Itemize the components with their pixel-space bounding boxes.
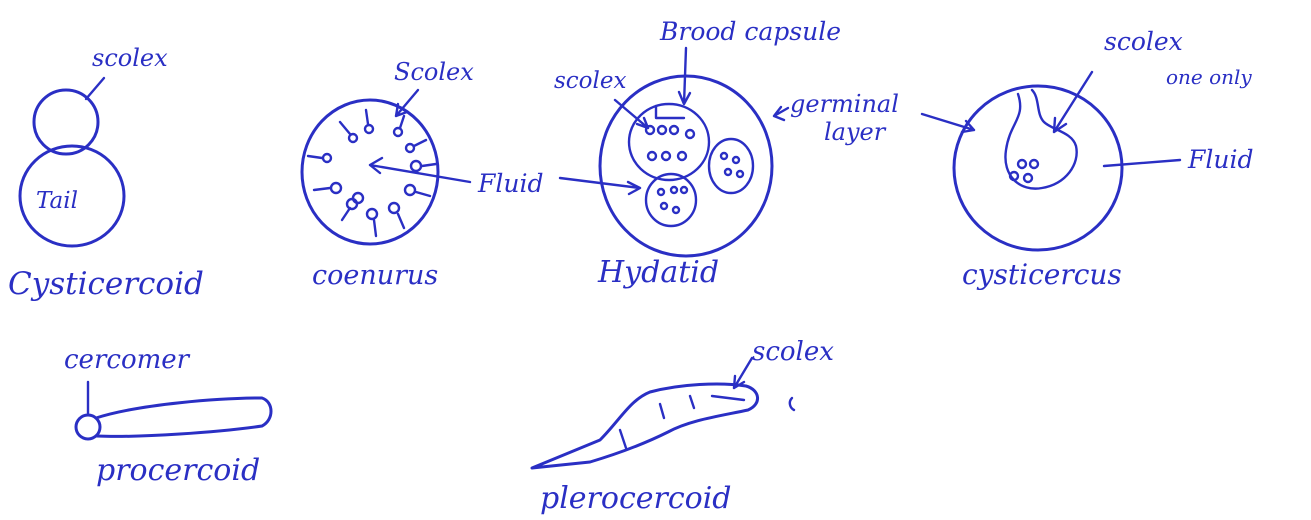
cysticercoid-scolex-label: scolex: [92, 44, 168, 72]
germinal-label: germinal: [790, 90, 899, 118]
layer-label: layer: [824, 118, 887, 146]
brood-capsule-label: Brood capsule: [659, 17, 841, 46]
cysticercus-fluid-label: Fluid: [1187, 145, 1253, 174]
cysticercus-one-only-label: one only: [1166, 65, 1252, 89]
coenurus-scolex-label: Scolex: [394, 58, 474, 86]
coenurus-name-label: coenurus: [312, 260, 438, 291]
cysticercoid-name-label: Cysticercoid: [8, 266, 204, 302]
fluid-label: Fluid: [477, 169, 543, 198]
hydatid-name-label: Hydatid: [597, 255, 719, 290]
plerocercoid-name-label: plerocercoid: [540, 481, 732, 516]
procercoid-name-label: procercoid: [96, 453, 260, 488]
cercomer-label: cercomer: [64, 345, 191, 375]
plerocercoid-scolex-label: scolex: [752, 337, 834, 367]
cysticercus-name-label: cysticercus: [962, 258, 1122, 291]
cysticercoid-tail-label: Tail: [36, 188, 78, 214]
cysticercus-scolex-label: scolex: [1104, 27, 1183, 56]
hydatid-scolex-label: scolex: [554, 68, 626, 94]
